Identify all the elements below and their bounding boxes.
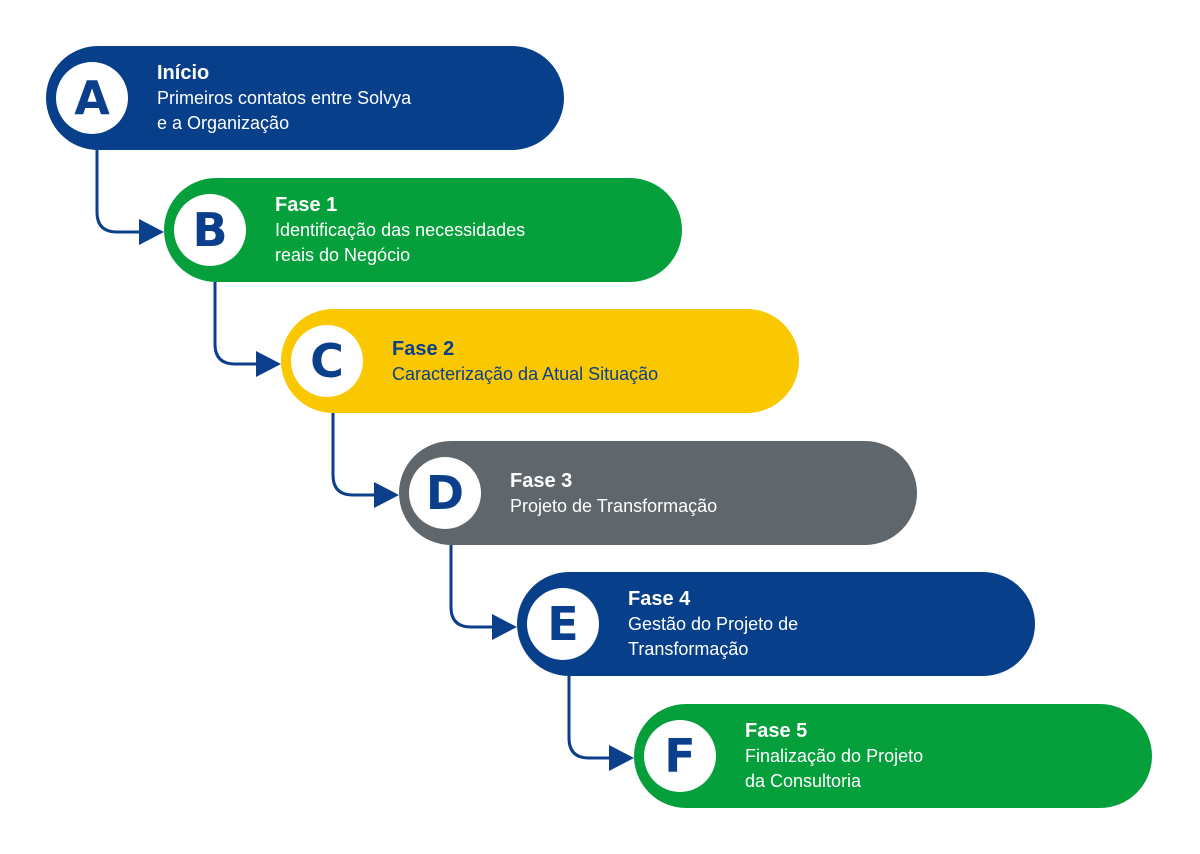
step-a-inicio: A Início Primeiros contatos entre Solvya… (46, 46, 564, 150)
step-description: Caracterização da Atual Situação (392, 363, 659, 384)
step-f-fase-5: F Fase 5 Finalização do Projeto da Consu… (634, 704, 1152, 808)
step-letter-badge: F (644, 720, 716, 792)
step-d-fase-3: D Fase 3 Projeto de Transformação (399, 441, 917, 545)
step-letter-badge: D (409, 457, 481, 529)
step-description: Primeiros contatos entre Solvya e a Orga… (157, 88, 412, 133)
step-title: Fase 3 (510, 469, 573, 492)
step-letter-badge: C (291, 325, 363, 397)
arrowhead-c (256, 351, 281, 377)
step-description: Projeto de Transformação (510, 495, 718, 516)
connector-d-e (449, 545, 499, 629)
step-e-fase-4: E Fase 4 Gestão do Projeto de Transforma… (517, 572, 1035, 676)
step-description: Identificação das necessidades reais do … (275, 220, 526, 265)
step-letter-badge: E (527, 588, 599, 660)
step-description: Finalização do Projeto da Consultoria (745, 746, 924, 791)
step-title: Fase 4 (628, 588, 691, 610)
connector-b-c (213, 282, 263, 366)
arrowhead-d (374, 482, 399, 508)
arrowhead-b (139, 219, 164, 245)
step-letter-badge: B (174, 194, 246, 266)
step-title: Fase 5 (745, 720, 808, 742)
step-title: Fase 2 (392, 337, 455, 360)
connector-e-f (567, 676, 616, 760)
step-title: Início (157, 62, 210, 84)
arrowhead-f (609, 745, 634, 771)
step-description: Gestão do Projeto de Transformação (628, 614, 799, 659)
connector-c-d (331, 413, 381, 497)
arrowhead-e (492, 614, 517, 640)
connector-a-b (95, 150, 146, 234)
step-b-fase-1: B Fase 1 Identificação das necessidades … (164, 178, 682, 282)
step-title: Fase 1 (275, 194, 338, 216)
step-letter-badge: A (56, 62, 128, 134)
step-c-fase-2: C Fase 2 Caracterização da Atual Situaçã… (281, 309, 799, 413)
